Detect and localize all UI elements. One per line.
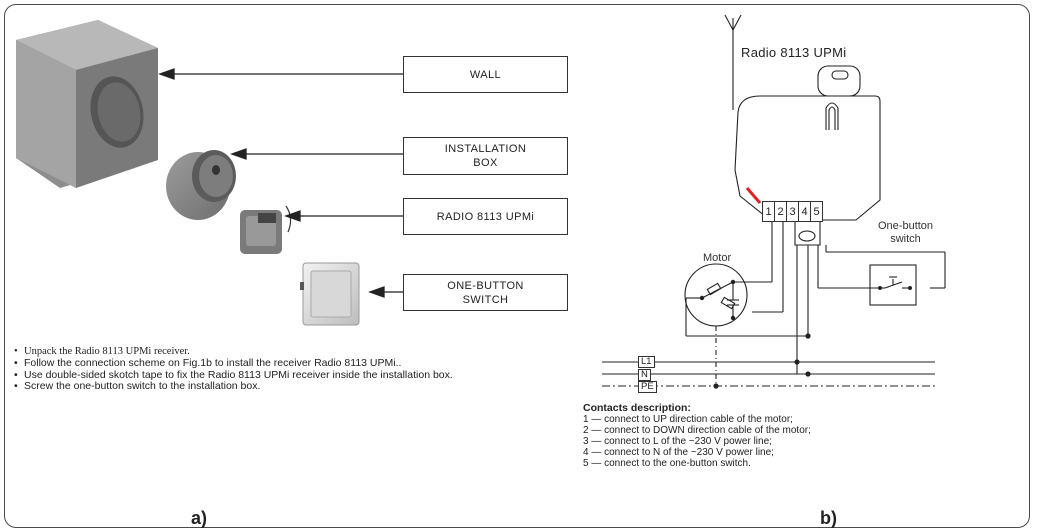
instruction-item: Use double-sided skotch tape to fix the … <box>14 369 594 382</box>
installation-box-callout: INSTALLATION BOX <box>403 137 568 175</box>
panel-a-label: a) <box>191 508 208 528</box>
installation-box-image <box>166 150 236 220</box>
receiver-callout: RADIO 8113 UPMi <box>403 198 568 235</box>
terminal-5: 5 <box>810 201 823 222</box>
switch-image <box>300 262 360 326</box>
terminal-block: 1 2 3 4 5 <box>762 201 823 222</box>
panel-b-label: b) <box>820 508 837 528</box>
callout-arrows <box>158 68 403 298</box>
junction-dots <box>699 279 912 389</box>
wall-image <box>16 20 158 188</box>
motor-label: Motor <box>703 252 732 264</box>
device-title: Radio 8113 UPMi <box>741 45 847 60</box>
switch-label: One-button switch <box>878 220 934 245</box>
contact-item: 2 — connect to DOWN direction cable of t… <box>583 425 811 436</box>
motor-symbol <box>684 263 748 384</box>
wall-callout: WALL <box>403 56 568 93</box>
receiver-image <box>240 205 292 254</box>
switch-callout: ONE-BUTTON SWITCH <box>403 274 568 311</box>
contact-item: 4 — connect to N of the ~230 V power lin… <box>583 447 774 458</box>
figure-frame <box>4 4 1030 528</box>
contact-item: 5 — connect to the one-button switch. <box>583 458 751 469</box>
contact-item: 3 — connect to L of the ~230 V power lin… <box>583 436 772 447</box>
instruction-item: Unpack the Radio 8113 UPMi receiver. <box>14 346 594 358</box>
bus-label-pe: PE <box>638 381 657 393</box>
instruction-item: Screw the one-button switch to the insta… <box>14 381 594 393</box>
contact-item: 1 — connect to UP direction cable of the… <box>583 414 793 425</box>
contacts-description: Contacts description: 1 — connect to UP … <box>583 402 811 470</box>
contacts-title: Contacts description: <box>583 402 691 414</box>
power-bus <box>602 361 935 387</box>
installation-instructions: Unpack the Radio 8113 UPMi receiver. Fol… <box>14 346 594 393</box>
wires <box>685 220 946 374</box>
bus-label-l1: L1 <box>638 356 655 368</box>
instruction-item: Follow the connection scheme on Fig.1b t… <box>14 357 594 370</box>
bus-label-n: N <box>638 369 651 381</box>
switch-symbol <box>869 264 917 306</box>
antenna-icon <box>724 14 742 110</box>
